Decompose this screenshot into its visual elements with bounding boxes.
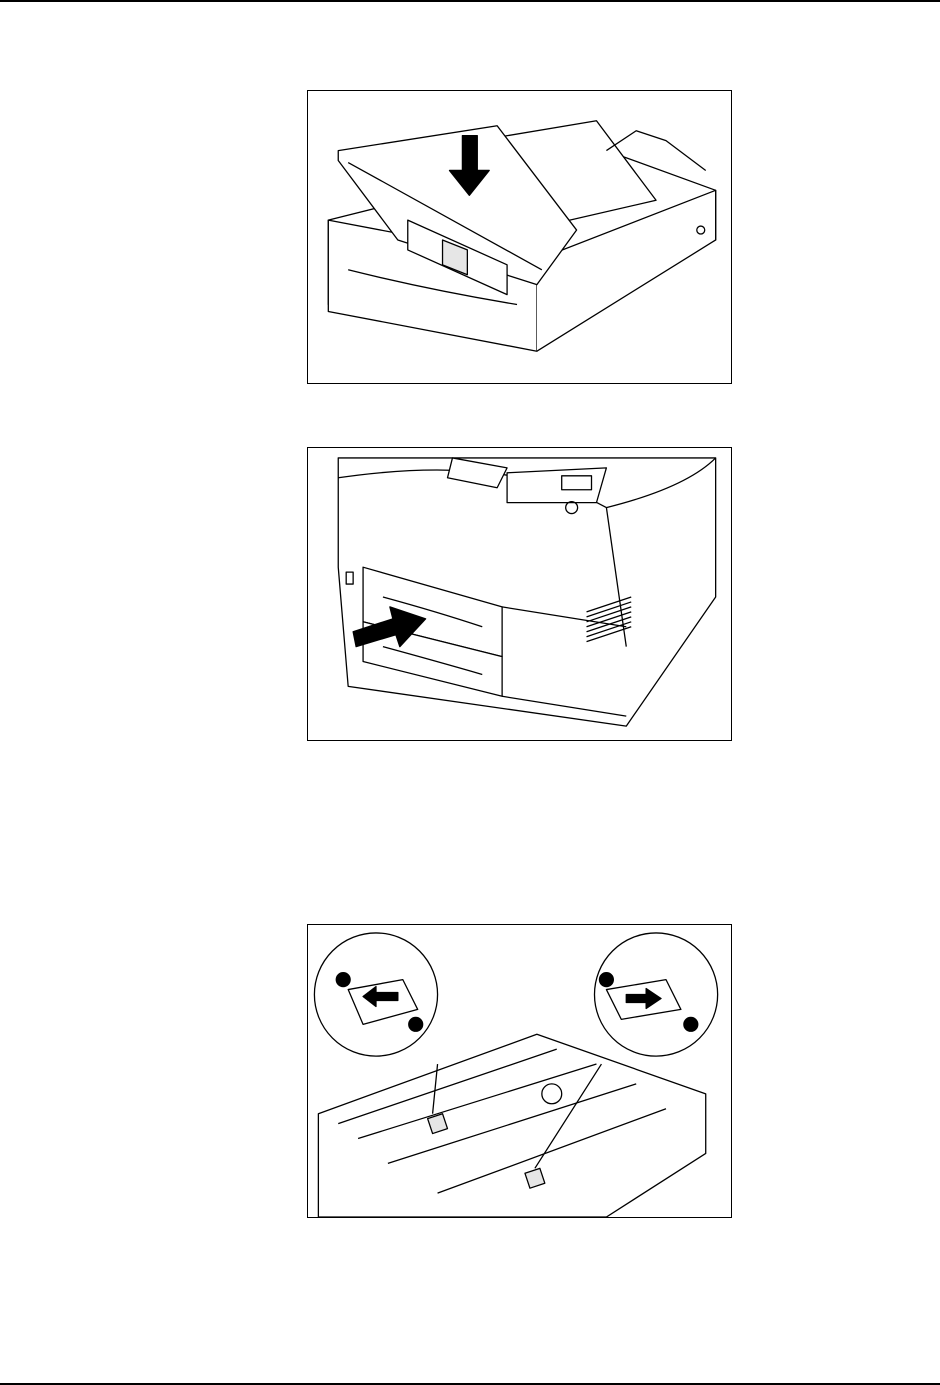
lock-icon <box>598 972 615 988</box>
printer-illustration <box>337 457 717 727</box>
vent-grille <box>586 596 632 643</box>
figure-insert-tray <box>307 447 732 741</box>
down-arrow-icon <box>448 135 490 196</box>
left-arrow-icon <box>362 985 399 1008</box>
header-rule <box>0 0 940 2</box>
right-arrow-icon <box>352 606 427 648</box>
unlock-icon <box>335 972 351 988</box>
lock-icon <box>408 1016 424 1032</box>
unlock-icon <box>683 1016 699 1032</box>
figure-tray-locks <box>307 924 732 1218</box>
figure-load-paper <box>307 90 732 384</box>
tray-lock-illustration <box>313 932 719 1217</box>
paper-tray-illustration <box>327 120 717 352</box>
right-arrow-icon <box>625 987 662 1010</box>
footer-rule <box>0 1383 940 1385</box>
